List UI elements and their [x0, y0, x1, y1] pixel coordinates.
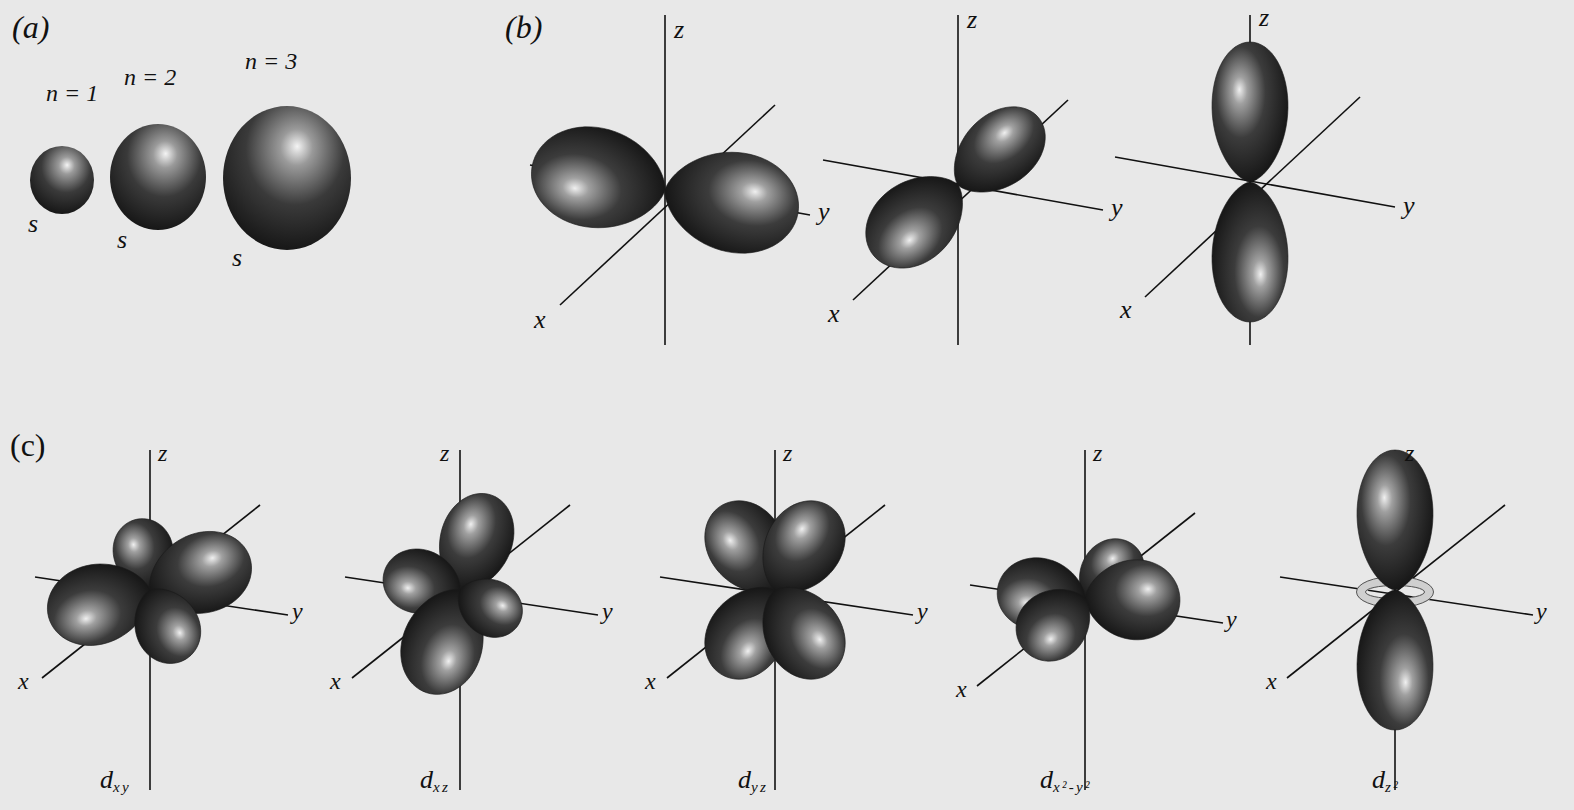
axis-label: x — [330, 668, 341, 694]
axis-label: z — [1093, 440, 1102, 466]
axis-label: z — [1259, 4, 1269, 33]
orbital-lobe — [1212, 42, 1288, 182]
axis-label: y — [602, 598, 613, 624]
axis-label: z — [1405, 440, 1414, 466]
orbital-lobe — [1357, 590, 1433, 730]
axis-label: z — [440, 440, 449, 466]
axis-label: x — [956, 676, 967, 702]
axis-label: z — [674, 16, 684, 45]
axis-label: y — [917, 598, 928, 624]
orbital-name: dxz — [420, 766, 450, 795]
orbital-lobe — [523, 117, 673, 239]
quantum-number: n = 3 — [245, 48, 297, 74]
s-orbital-sphere — [223, 106, 351, 250]
orbital-name: dz² — [1372, 766, 1400, 795]
orbital-lobe — [656, 141, 806, 263]
axis-label: z — [158, 440, 167, 466]
panel-label: (a) — [12, 10, 49, 45]
axis-label: z — [783, 440, 792, 466]
axis-label: y — [818, 198, 830, 227]
axis-label: y — [1536, 598, 1547, 624]
orbital-name: dxy — [100, 766, 131, 795]
axis-label: x — [1266, 668, 1277, 694]
axis-label: y — [1403, 192, 1415, 221]
orbital-lobe — [1084, 558, 1182, 641]
axis-label: y — [1226, 606, 1237, 632]
panel-label: (c) — [10, 428, 46, 463]
orbital-lobe — [1002, 572, 1107, 675]
axis-label: x — [1120, 296, 1132, 325]
orbital-lobe — [848, 154, 984, 286]
axis-label: x — [534, 306, 546, 335]
s-orbital-sphere — [30, 146, 94, 214]
axis-label: x — [18, 668, 29, 694]
quantum-number: n = 1 — [46, 80, 98, 106]
axis-label: y — [1111, 194, 1123, 223]
orbital-lobe — [446, 566, 533, 648]
orbital-lobe — [121, 576, 212, 674]
axis-label: y — [292, 598, 303, 624]
axis-label: z — [967, 6, 977, 35]
orbital-name: dyz — [738, 766, 768, 795]
orbital-name: dx²-y² — [1040, 766, 1092, 795]
panel-label: (b) — [505, 10, 542, 45]
quantum-number: n = 2 — [124, 64, 176, 90]
s-orbital-sphere — [110, 124, 206, 230]
orbital-lobe — [743, 569, 861, 694]
orbital-label: s — [117, 226, 127, 255]
axis-label: x — [645, 668, 656, 694]
x-axis — [977, 513, 1195, 686]
z-axis — [664, 15, 666, 345]
orbital-label: s — [232, 244, 242, 273]
axis-label: x — [828, 300, 840, 329]
orbital-lobe — [1357, 450, 1433, 590]
orbital-lobe — [1212, 182, 1288, 322]
orbital-label: s — [28, 210, 38, 239]
